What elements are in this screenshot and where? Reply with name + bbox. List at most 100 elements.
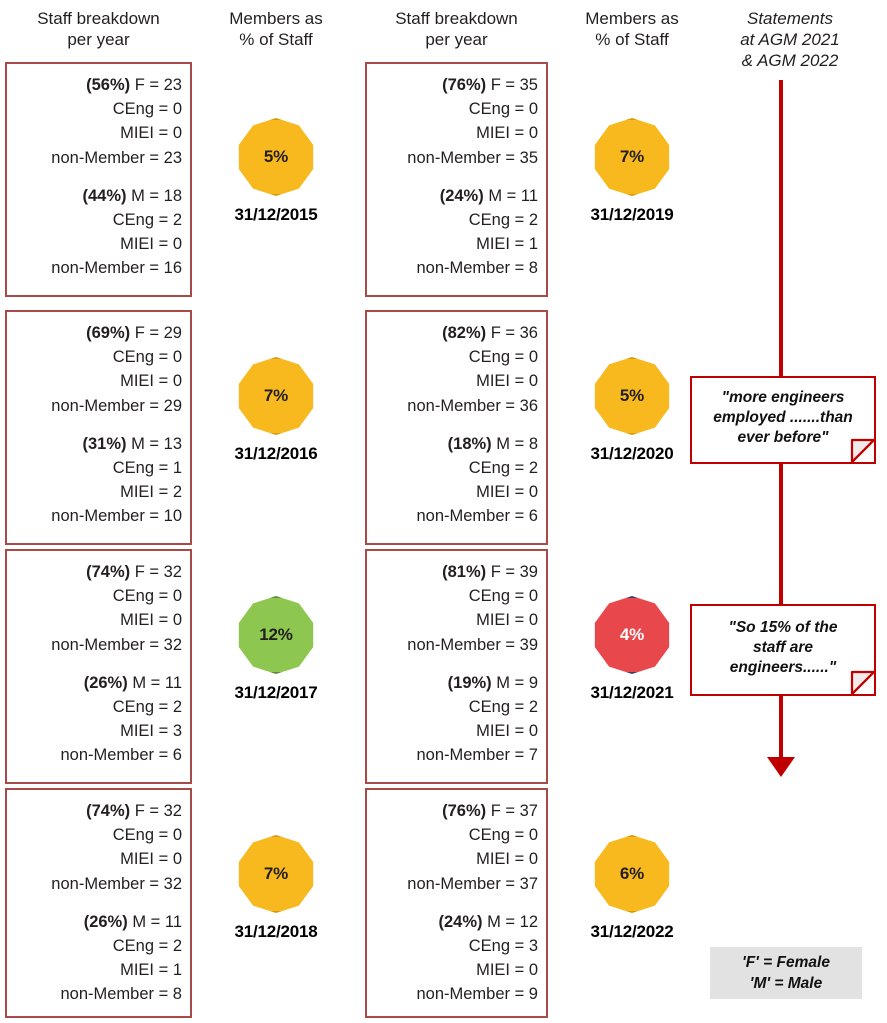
male-nonmember-row: non-Member = 6 [60, 746, 182, 765]
female-miei-row: MIEI = 0 [476, 372, 538, 391]
badge-percent: 7% [619, 147, 645, 166]
header-line-2: per year [425, 30, 488, 49]
female-count: F = 23 [134, 76, 182, 94]
legend-line-male: 'M' = Male [749, 975, 823, 992]
nonagon-icon: 12% [238, 596, 314, 674]
badge-date: 31/12/2019 [590, 205, 674, 224]
male-count: M = 11 [488, 186, 538, 205]
statement-note-2022: "So 15% of the staff are engineers......… [690, 604, 876, 696]
statement-line-3: ever before" [737, 429, 829, 446]
female-total-row: (69%) F = 29 [7, 321, 182, 345]
flow-line-top [779, 80, 783, 378]
male-ceng-row: CEng = 2 [112, 698, 182, 717]
staff-breakdown-box-2016: (69%) F = 29 CEng = 0 MIEI = 0 non-Membe… [5, 310, 192, 545]
header-line-2: % of Staff [239, 30, 313, 49]
badge-percent: 7% [263, 864, 289, 883]
column-header-members-pct-left: Members as % of Staff [196, 8, 356, 50]
male-ceng-row: CEng = 2 [112, 937, 182, 956]
badge-date: 31/12/2017 [234, 683, 318, 702]
staff-breakdown-box-2022: (76%) F = 37 CEng = 0 MIEI = 0 non-Membe… [365, 788, 548, 1018]
male-ceng-row: CEng = 2 [468, 211, 538, 230]
male-total-row: (24%) M = 11 [367, 184, 538, 208]
female-nonmember-row: non-Member = 32 [51, 635, 182, 654]
group-spacer [367, 896, 538, 910]
nonagon-icon: 4% [594, 596, 670, 674]
male-ceng-row: CEng = 2 [468, 698, 538, 717]
badge-percent: 6% [619, 864, 645, 883]
female-ceng-row: CEng = 0 [112, 100, 182, 119]
nonagon-icon: 5% [594, 357, 670, 435]
flow-line-bottom [779, 694, 783, 762]
male-nonmember-row: non-Member = 8 [60, 985, 182, 1004]
badge-date: 31/12/2015 [234, 205, 318, 224]
male-miei-row: MIEI = 1 [120, 961, 182, 980]
male-ceng-row: CEng = 3 [468, 937, 538, 956]
female-miei-row: MIEI = 0 [120, 611, 182, 630]
badge-date: 31/12/2021 [590, 683, 674, 702]
badge-percent: 7% [263, 386, 289, 405]
female-nonmember-row: non-Member = 35 [407, 148, 538, 167]
female-ceng-row: CEng = 0 [468, 100, 538, 119]
female-total-row: (74%) F = 32 [7, 560, 182, 584]
female-nonmember-row: non-Member = 23 [51, 148, 182, 167]
female-count: F = 29 [134, 324, 182, 342]
female-pct: (74%) [86, 563, 131, 581]
male-count: M = 11 [132, 673, 182, 692]
column-header-statements: Statements at AGM 2021 & AGM 2022 [700, 8, 880, 71]
nonagon-icon: 7% [238, 357, 314, 435]
staff-breakdown-box-2019: (76%) F = 35 CEng = 0 MIEI = 0 non-Membe… [365, 62, 548, 297]
flow-line-middle [779, 462, 783, 607]
male-miei-row: MIEI = 3 [120, 722, 182, 741]
female-pct: (56%) [86, 76, 131, 94]
male-pct: (19%) [447, 673, 492, 692]
male-count: M = 12 [487, 912, 538, 931]
members-pct-badge-2019: 7% 31/12/2019 [552, 118, 712, 225]
female-total-row: (81%) F = 39 [367, 560, 538, 584]
legend-line-female: 'F' = Female [742, 954, 830, 971]
male-nonmember-row: non-Member = 7 [416, 746, 538, 765]
group-spacer [7, 170, 182, 184]
male-pct: (18%) [447, 434, 492, 453]
male-total-row: (44%) M = 18 [7, 184, 182, 208]
female-miei-row: MIEI = 0 [476, 611, 538, 630]
female-total-row: (82%) F = 36 [367, 321, 538, 345]
statement-line-3: engineers......" [729, 659, 837, 676]
female-miei-row: MIEI = 0 [476, 124, 538, 143]
badge-percent: 5% [619, 386, 645, 405]
male-miei-row: MIEI = 0 [120, 235, 182, 254]
group-spacer [367, 418, 538, 432]
badge-date: 31/12/2022 [590, 922, 674, 941]
members-pct-badge-2016: 7% 31/12/2016 [196, 357, 356, 464]
male-miei-row: MIEI = 0 [476, 961, 538, 980]
statement-line-2: employed .......than [713, 409, 853, 426]
female-nonmember-row: non-Member = 36 [407, 396, 538, 415]
male-ceng-row: CEng = 2 [112, 211, 182, 230]
female-ceng-row: CEng = 0 [468, 348, 538, 367]
female-total-row: (74%) F = 32 [7, 799, 182, 823]
nonagon-icon: 5% [238, 118, 314, 196]
members-pct-badge-2021: 4% 31/12/2021 [552, 596, 712, 703]
column-header-members-pct-right: Members as % of Staff [552, 8, 712, 50]
group-spacer [7, 418, 182, 432]
male-nonmember-row: non-Member = 16 [51, 259, 182, 278]
header-line-2: at AGM 2021 [740, 30, 840, 49]
female-nonmember-row: non-Member = 39 [407, 635, 538, 654]
badge-date: 31/12/2020 [590, 444, 674, 463]
male-miei-row: MIEI = 0 [476, 483, 538, 502]
folded-corner-icon [850, 670, 874, 694]
statement-text: "more engineers employed .......than eve… [713, 388, 853, 448]
header-line-1: Members as [585, 9, 679, 28]
male-miei-row: MIEI = 1 [476, 235, 538, 254]
header-line-2: % of Staff [595, 30, 669, 49]
members-pct-badge-2020: 5% 31/12/2020 [552, 357, 712, 464]
female-pct: (74%) [86, 802, 131, 820]
female-miei-row: MIEI = 0 [120, 850, 182, 869]
legend-box: 'F' = Female 'M' = Male [710, 947, 862, 999]
male-count: M = 18 [131, 186, 182, 205]
female-nonmember-row: non-Member = 37 [407, 874, 538, 893]
group-spacer [367, 170, 538, 184]
members-pct-badge-2022: 6% 31/12/2022 [552, 835, 712, 942]
male-count: M = 11 [132, 912, 182, 931]
column-header-staff-breakdown-right: Staff breakdown per year [365, 8, 548, 50]
